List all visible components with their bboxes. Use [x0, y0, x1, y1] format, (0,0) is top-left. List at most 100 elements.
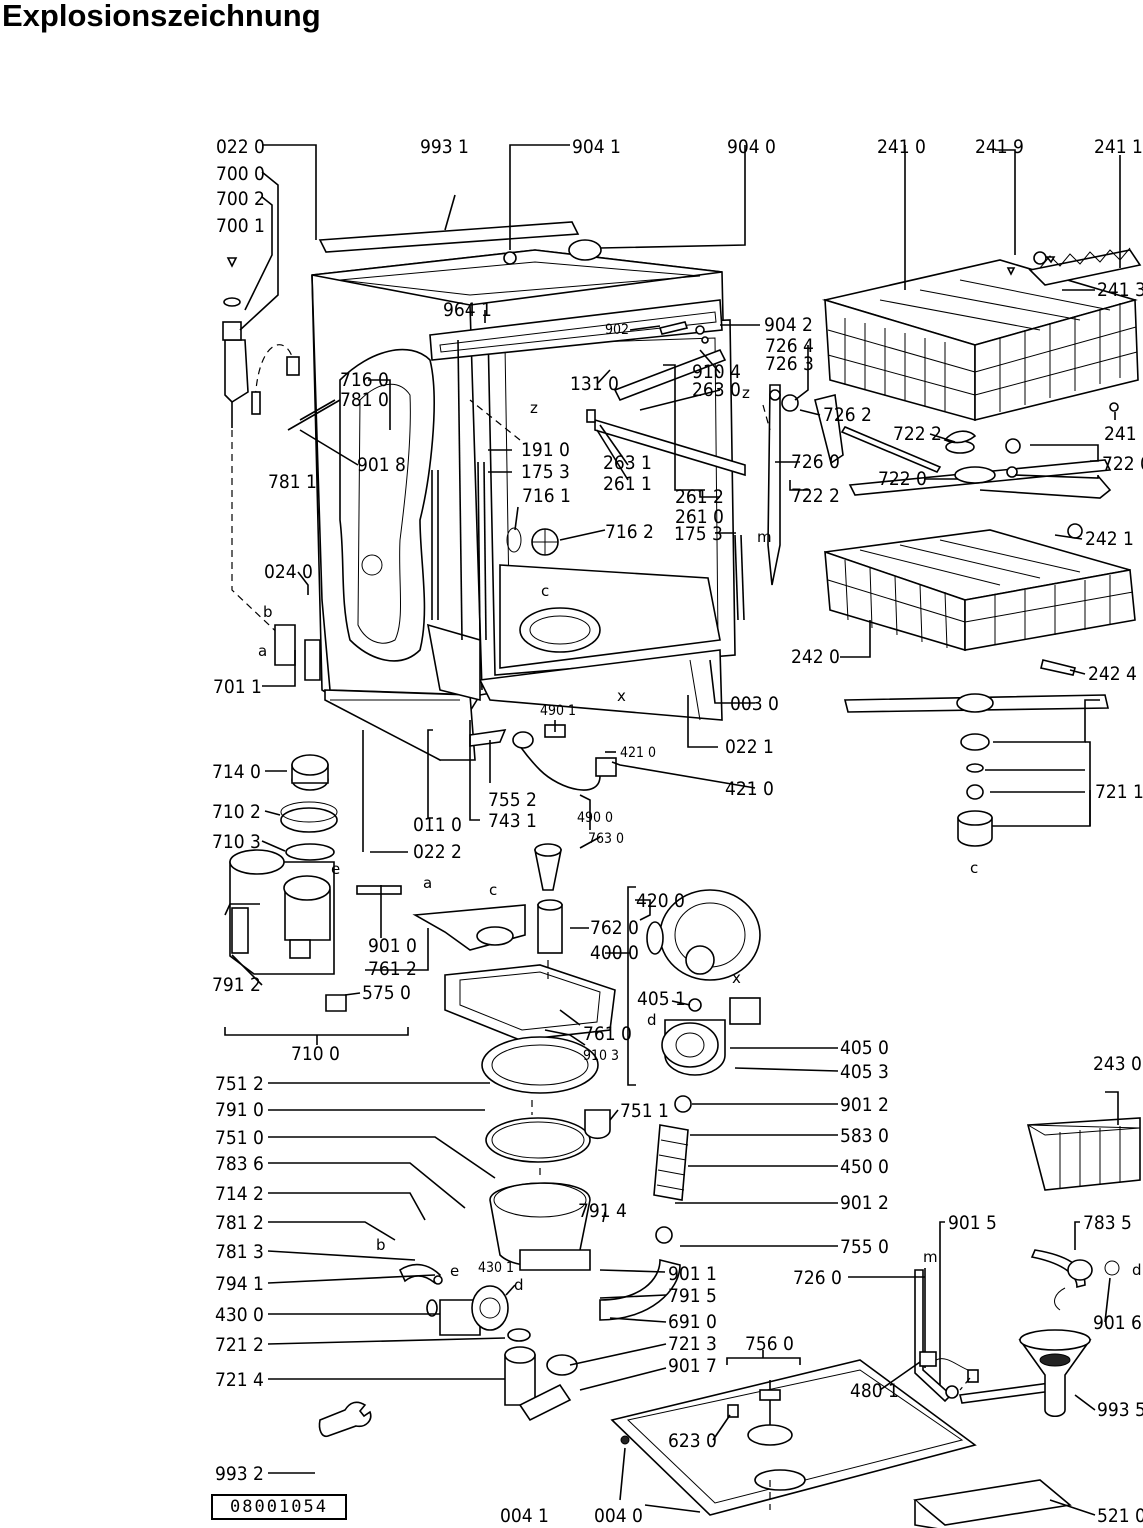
part-label: 993 2 [215, 1463, 264, 1485]
point-letter: x [732, 969, 741, 987]
part-label: 700 1 [216, 215, 265, 237]
pressure-switch-drawing [512, 724, 617, 791]
part-label: 901 8 [357, 454, 406, 476]
part-label: 430 1 [478, 1260, 514, 1276]
salt-box-drawing [1026, 1117, 1141, 1191]
point-letter: b [376, 1236, 386, 1254]
part-label: 710 3 [212, 831, 261, 853]
gasket-791-0-drawing [485, 1117, 591, 1163]
part-label: 901 5 [948, 1212, 997, 1234]
part-label: 791 2 [212, 974, 261, 996]
point-letter: e [331, 860, 340, 878]
part-label: 791 4 [578, 1200, 627, 1222]
part-label: 783 5 [1083, 1212, 1132, 1234]
part-label: 263 1 [603, 452, 652, 474]
part-label: 480 1 [850, 1380, 899, 1402]
point-letter: z [530, 399, 538, 417]
part-label: 993 1 [420, 136, 469, 158]
filter-drawing [534, 843, 563, 954]
control-panel-drawing [913, 1479, 1072, 1526]
part-label: 910 3 [583, 1048, 619, 1064]
point-letter: d [514, 1276, 524, 1294]
part-label: 781 3 [215, 1241, 264, 1263]
part-label: 751 0 [215, 1127, 264, 1149]
part-label: 761 2 [368, 958, 417, 980]
part-label: 241 9 [975, 136, 1024, 158]
part-label: 721 2 [215, 1334, 264, 1356]
part-label: 490 0 [577, 810, 613, 826]
part-label: 400 0 [590, 942, 639, 964]
part-label: 242 4 [1088, 663, 1137, 685]
part-label: 901 2 [840, 1094, 889, 1116]
part-label: 901 7 [668, 1355, 717, 1377]
part-label: 726 2 [823, 404, 872, 426]
part-label: 722 2 [893, 423, 942, 445]
point-letter-group: z z m b a c x e a c x d d b e d m c [258, 384, 1142, 1294]
part-label: 901 0 [368, 935, 417, 957]
part-label: 904 1 [572, 136, 621, 158]
part-label: 751 1 [620, 1100, 669, 1122]
part-label: 763 0 [588, 831, 624, 847]
part-label: 430 0 [215, 1304, 264, 1326]
part-label: 993 5 [1097, 1399, 1143, 1421]
point-letter: e [450, 1262, 459, 1280]
page-title: Explosionszeichnung [2, 0, 321, 33]
point-letter: c [489, 881, 497, 899]
part-label: 783 6 [215, 1153, 264, 1175]
part-label: 710 2 [212, 801, 261, 823]
part-label: 623 0 [668, 1430, 717, 1452]
part-label: 691 0 [668, 1311, 717, 1333]
part-label: 781 1 [268, 471, 317, 493]
part-label: 743 1 [488, 810, 537, 832]
point-letter: m [757, 528, 772, 546]
part-label: 794 1 [215, 1273, 264, 1295]
part-label: 131 0 [570, 373, 619, 395]
hose-783-5-drawing [1030, 1249, 1086, 1289]
part-label: 755 2 [488, 789, 537, 811]
point-letter: d [1132, 1261, 1142, 1279]
point-letter: c [541, 582, 549, 600]
part-label: 716 2 [605, 521, 654, 543]
point-letter: d [647, 1011, 657, 1029]
part-label: 175 3 [674, 523, 723, 545]
cutlery-rack-drawing [1006, 247, 1142, 286]
part-label: 904 2 [764, 314, 813, 336]
part-label: 450 0 [840, 1156, 889, 1178]
drain-outlet-drawing [504, 1328, 578, 1422]
water-softener-drawing [229, 754, 402, 1012]
point-letter: m [923, 1248, 938, 1266]
part-label: 721 3 [668, 1333, 717, 1355]
part-label: 241 8 [1104, 423, 1143, 445]
part-label: 241 3 [1097, 279, 1143, 301]
part-label: 714 0 [212, 761, 261, 783]
lower-spray-arm-drawing [843, 693, 1110, 847]
part-label: 714 2 [215, 1183, 264, 1205]
sump-plate-drawing [444, 964, 616, 1041]
part-label: 761 0 [583, 1023, 632, 1045]
part-label: 004 0 [594, 1505, 643, 1527]
part-label: 726 3 [765, 353, 814, 375]
part-label: 721 4 [215, 1369, 264, 1391]
part-label: 721 1 [1095, 781, 1143, 803]
part-label: 726 0 [791, 451, 840, 473]
part-label: 421 0 [725, 778, 774, 800]
point-letter: z [742, 384, 750, 402]
part-label: 421 0 [620, 745, 656, 761]
spanner-drawing [318, 1401, 372, 1438]
part-label: 241 0 [877, 136, 926, 158]
part-label: 722 0 [1102, 453, 1143, 475]
part-label: 701 1 [213, 676, 262, 698]
part-label: 583 0 [840, 1125, 889, 1147]
part-label: 904 0 [727, 136, 776, 158]
part-label: 716 0 [340, 369, 389, 391]
hose-726-0-drawing [914, 1269, 953, 1403]
base-plate-drawing [610, 1359, 977, 1516]
part-label: 722 2 [791, 485, 840, 507]
part-label: 756 0 [745, 1333, 794, 1355]
part-label: 902 [605, 322, 629, 338]
part-label: 490 1 [540, 703, 576, 719]
part-label: 420 0 [636, 890, 685, 912]
part-label: 521 0 [1097, 1505, 1143, 1527]
part-label: 022 2 [413, 841, 462, 863]
